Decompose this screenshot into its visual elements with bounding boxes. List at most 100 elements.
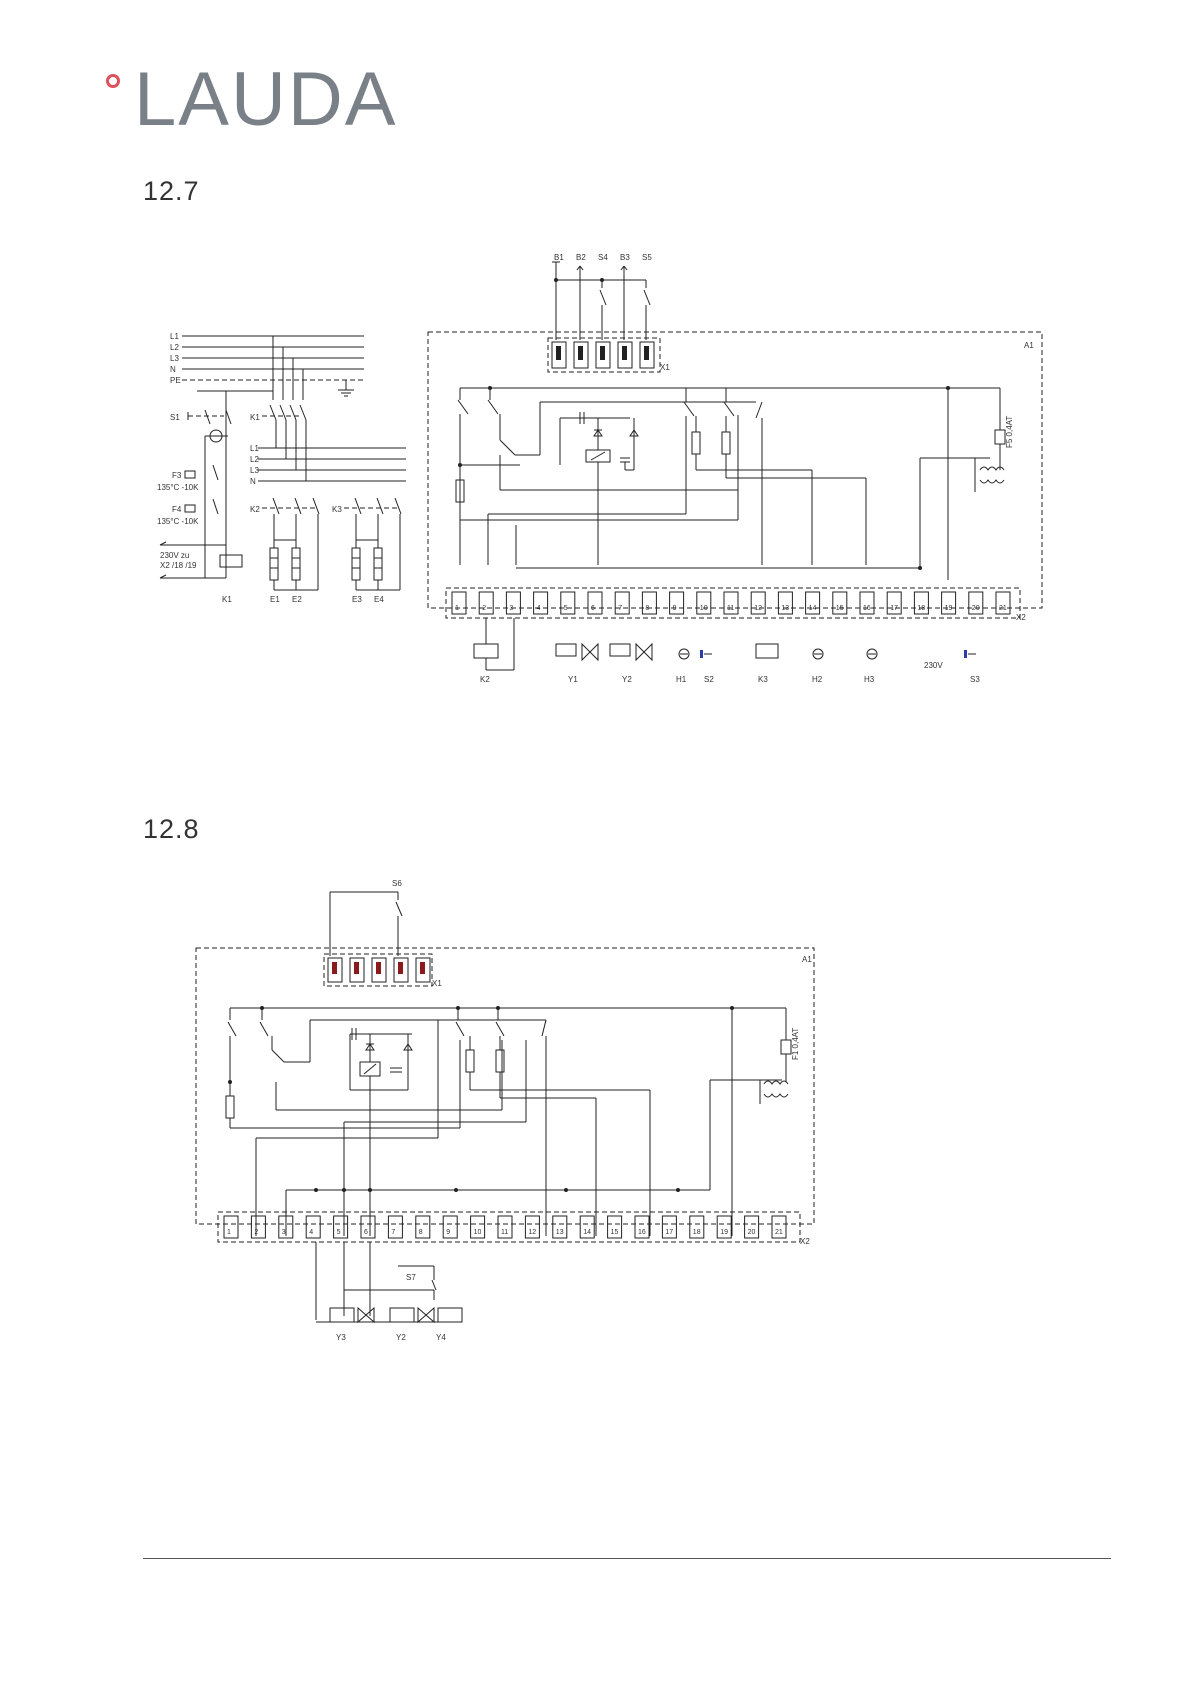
a1-label-127: A1: [1024, 341, 1034, 350]
x2-128-pin-8: [415, 1215, 431, 1239]
x2-127-pin-16: [859, 591, 875, 615]
internal-wiring-127: F5 0,4AT: [455, 386, 1014, 580]
label-k3: K3: [332, 505, 342, 514]
x2-127-pin-15: [832, 591, 848, 615]
x2-127-pin-19: [941, 591, 957, 615]
bottom-components-127: K2 Y1 Y2 H1 S2 K3 H2 H3 230V S3: [473, 618, 980, 684]
x2-128-pin-label-3: 3: [282, 1229, 286, 1236]
x1-connector-128: [323, 953, 433, 987]
x2-128-pin-16: [634, 1215, 650, 1239]
x2-128-pin-label-7: 7: [391, 1229, 395, 1236]
x2-128-pin-17: [661, 1215, 677, 1239]
thermal-fuses: F3 135°C -10K F4 135°C -10K 230V zu X2 /…: [157, 436, 243, 604]
bottom-label-y2: Y2: [622, 675, 632, 684]
x2-127-pin-7: [614, 591, 630, 615]
logo-ring-icon: [106, 74, 120, 88]
sub-bus-label-l3: L3: [250, 466, 259, 475]
sub-bus: L1 L2 L3 N: [250, 444, 406, 486]
mains-drops: [197, 336, 304, 578]
bus-label-l2: L2: [170, 343, 179, 352]
x2-127-pin-label-9: 9: [673, 605, 677, 612]
x2-128-pin-6: [360, 1215, 376, 1239]
x2-terminal-strip-127: [445, 587, 1021, 619]
x2-127-pin-10: [696, 591, 712, 615]
x1-pins-127: X1: [551, 341, 670, 372]
x2-128-pin-label-5: 5: [337, 1229, 341, 1236]
x1-pins-128: X1: [327, 957, 442, 988]
x2-127-pin-4: [533, 591, 549, 615]
bottom-label-h3: H3: [864, 675, 875, 684]
label-e1: E1: [270, 595, 280, 604]
x2-128-pin-label-16: 16: [638, 1229, 646, 1236]
x2-127-pin-label-21: 21: [999, 605, 1007, 612]
x2-127-pin-label-8: 8: [645, 605, 649, 612]
x2-127-pin-label-15: 15: [836, 605, 844, 612]
x2-127-pin-14: [805, 591, 821, 615]
x2-127-pin-18: [913, 591, 929, 615]
x2-127-pin-label-1: 1: [455, 605, 459, 612]
x2-128-pin-label-13: 13: [556, 1229, 564, 1236]
x1-connector-127: [547, 337, 661, 373]
x2-128-pin-label-1: 1: [227, 1229, 231, 1236]
bottom-label-s3: S3: [970, 675, 980, 684]
x2-128-pin-label-10: 10: [474, 1229, 482, 1236]
bus-label-pe: PE: [170, 376, 181, 385]
s6-switch: S6: [329, 879, 403, 956]
x2-127-pin-label-6: 6: [591, 605, 595, 612]
x2-label-128: X2: [800, 1237, 810, 1246]
x2-127-pin-12: [750, 591, 766, 615]
bottom-label-k3: K3: [758, 675, 768, 684]
x2-128-pin-label-14: 14: [583, 1229, 591, 1236]
label-f3-rating: 135°C -10K: [157, 483, 199, 492]
sensor-label-s5: S5: [642, 253, 652, 262]
x2-128-pin-label-15: 15: [611, 1229, 619, 1236]
x2-127-pin-8: [641, 591, 657, 615]
label-f4: F4: [172, 505, 182, 514]
x2-127-pin-label-19: 19: [945, 605, 953, 612]
bus-label-l1: L1: [170, 332, 179, 341]
x2-128-pin-10: [470, 1215, 486, 1239]
x2-127-pin-label-4: 4: [537, 605, 541, 612]
x2-127-pin-label-11: 11: [727, 605, 734, 612]
sub-bus-label-l1: L1: [250, 444, 259, 453]
x2-128-pin-15: [607, 1215, 623, 1239]
label-s1: S1: [170, 413, 180, 422]
x2-127-pin-1: [451, 591, 467, 615]
x2-128-pin-label-9: 9: [446, 1229, 450, 1236]
x2-127-pin-label-10: 10: [700, 605, 708, 612]
x2-127-pin-label-2: 2: [482, 605, 486, 612]
x2-128-pin-label-21: 21: [775, 1229, 783, 1236]
x2-127-pin-label-5: 5: [564, 605, 568, 612]
label-supply-b: X2 /18 /19: [160, 561, 197, 570]
x2-127-pin-21: [995, 591, 1011, 615]
x2-127-pin-9: [669, 591, 685, 615]
sensor-label-b2: B2: [576, 253, 586, 262]
sub-bus-label-n: N: [250, 477, 256, 486]
x2-127-pin-label-12: 12: [754, 605, 762, 612]
x2-128-pin-5: [333, 1215, 349, 1239]
s1-switch: S1: [170, 409, 232, 443]
x2-127-pin-label-18: 18: [917, 605, 925, 612]
bus-label-n: N: [170, 365, 176, 374]
bottom-label-y3: Y3: [336, 1333, 346, 1342]
x2-128-pin-19: [716, 1215, 732, 1239]
x2-128-pin-13: [552, 1215, 568, 1239]
x2-128-pin-2: [250, 1215, 266, 1239]
bottom-label-y1: Y1: [568, 675, 578, 684]
a1-board-128: [195, 947, 815, 1225]
label-k2: K2: [250, 505, 260, 514]
x2-127-pin-13: [777, 591, 793, 615]
x2-128-pin-3: [278, 1215, 294, 1239]
x2-128-pin-label-6: 6: [364, 1229, 368, 1236]
section-number-12-7: 12.7: [143, 176, 200, 206]
label-e2: E2: [292, 595, 302, 604]
x2-128-pin-label-17: 17: [665, 1229, 673, 1236]
x2-128-pin-label-18: 18: [693, 1229, 701, 1236]
x1-label-128: X1: [432, 979, 442, 988]
x2-128-pin-label-20: 20: [748, 1229, 756, 1236]
logo-text: LAUDA: [134, 57, 398, 142]
